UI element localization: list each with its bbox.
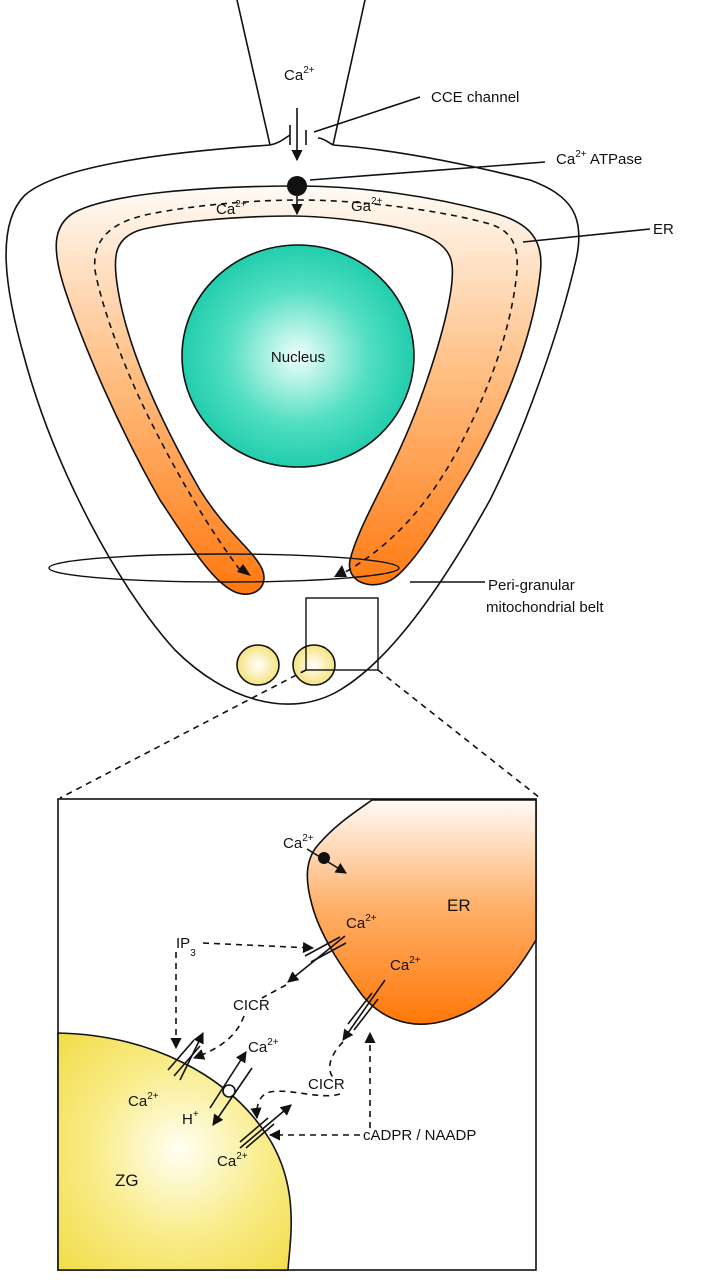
lumen-wall-right [332, 0, 366, 146]
cicr1-to-zg-arrow [192, 1015, 245, 1060]
zoom-region-box [305, 597, 379, 671]
zg-channel-1-icon [167, 1039, 201, 1077]
ip3-to-er-arrow [202, 941, 315, 954]
er-pump-arrow [306, 848, 347, 874]
ca-zg2-label: Ca2+ [217, 1151, 248, 1170]
cicr-label-1: CICR [233, 997, 270, 1014]
er-arrow-left [237, 564, 251, 576]
ryr-release-arrow [342, 979, 386, 1041]
er-leader-line [522, 228, 651, 243]
inset-er [306, 799, 537, 1025]
exchanger-ca-out-arrow [209, 1051, 247, 1109]
ca-exchanger-label: Ca2+ [248, 1037, 279, 1056]
er-ca-label-right: Ga2+ [351, 196, 383, 215]
lumen-wall-left [236, 0, 271, 146]
ca-entry-label: Ca2+ [284, 65, 315, 84]
ryr-channel-icon [347, 992, 379, 1031]
inset-er-label: ER [447, 896, 471, 915]
messengers-label: cADPR / NAADP [363, 1127, 476, 1144]
cicr-label-2: CICR [308, 1076, 345, 1093]
zoom-guide-left [59, 669, 307, 799]
inset-zymogen-granule [57, 1032, 292, 1271]
zoom-guide-right [377, 669, 541, 799]
ip3-label: IP3 [176, 935, 196, 959]
ca-er2-label: Ca2+ [390, 955, 421, 974]
ca-zg1-label: Ca2+ [128, 1091, 159, 1110]
lower-panel: ER ZG Ca2+ Ca2+ IP3 Ca2+ [57, 798, 537, 1271]
cce-channel-label: CCE channel [431, 89, 519, 106]
ca-h-exchanger-icon [222, 1084, 236, 1098]
belt-label-line2: mitochondrial belt [486, 599, 604, 616]
zg-channel-2-icon [239, 1117, 275, 1149]
er-ca-flow-path [93, 199, 519, 576]
er-label: ER [653, 221, 674, 238]
zg1-release-arrow [179, 1031, 204, 1081]
cicr2-to-zg-arrow [250, 1090, 341, 1120]
zymogen-granule-1 [236, 644, 280, 686]
upper-panel: Nucleus Ca2+ CCE channel Ca2+ ATPase Ca2… [5, 0, 674, 799]
nucleus [181, 244, 415, 468]
cce-channel-icon [289, 125, 307, 145]
mitochondrial-belt [48, 553, 400, 583]
h-plus-label: H+ [182, 1109, 199, 1128]
atpase-label: Ca2+ ATPase [556, 149, 642, 168]
er-arrow-right [334, 565, 347, 577]
exchanger-h-in-arrow [212, 1067, 253, 1126]
zg-label: ZG [115, 1171, 139, 1190]
ca-top-label: Ca2+ [283, 833, 314, 852]
er-ca-label-left: Ca2+ [216, 199, 247, 218]
belt-label-line1: Peri-granular [488, 577, 575, 594]
ca-atpase-icon [287, 176, 307, 196]
er-upper [55, 185, 542, 595]
zymogen-granule-2 [292, 644, 336, 686]
cce-leader-line [313, 96, 421, 133]
nucleus-label: Nucleus [271, 349, 325, 366]
ip3r-release-arrow [287, 935, 346, 983]
ip3r-cicr-dash [261, 984, 287, 999]
cell-membrane [5, 134, 580, 705]
ca-er1-label: Ca2+ [346, 913, 377, 932]
ryr-cicr2-dash [328, 1041, 344, 1081]
atpase-leader-line [309, 161, 546, 181]
zg2-release-arrow [239, 1104, 292, 1149]
